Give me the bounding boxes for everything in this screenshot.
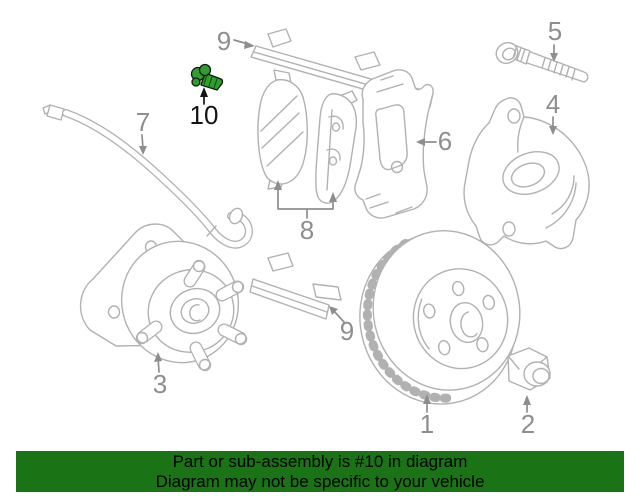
callout-7: 7	[135, 107, 151, 137]
caliper-bracket-drawing	[354, 69, 434, 219]
callout-4: 4	[545, 89, 561, 119]
wheel-studs	[135, 259, 248, 372]
guide-pin-bolt-drawing	[495, 42, 589, 83]
callout-6: 6	[437, 126, 453, 156]
brake-caliper-drawing	[463, 97, 590, 250]
lower-retainer-clip-drawing	[249, 252, 342, 320]
highlighted-part-10-bolt	[190, 63, 224, 91]
callout-2: 2	[520, 409, 536, 439]
callout-1: 1	[419, 409, 435, 439]
brake-pads-drawing	[257, 69, 358, 204]
brake-hose-drawing	[42, 104, 253, 249]
callout-3: 3	[152, 369, 168, 399]
callout-9-lower: 9	[339, 316, 355, 346]
lug-nut-drawing	[507, 347, 551, 391]
callout-5: 5	[547, 16, 563, 46]
banner-line-1: Part or sub-assembly is #10 in diagram	[172, 451, 468, 471]
brake-rotor-drawing	[359, 230, 521, 405]
callout-10-highlighted: 10	[189, 100, 219, 130]
banner-line-2: Diagram may not be specific to your vehi…	[155, 471, 485, 491]
callout-9-upper: 9	[216, 26, 232, 56]
hub-assembly-drawing	[79, 223, 248, 372]
callout-leader-arrows	[139, 39, 558, 413]
callout-8: 8	[299, 215, 315, 245]
highlight-banner: Part or sub-assembly is #10 in diagram D…	[16, 451, 624, 492]
